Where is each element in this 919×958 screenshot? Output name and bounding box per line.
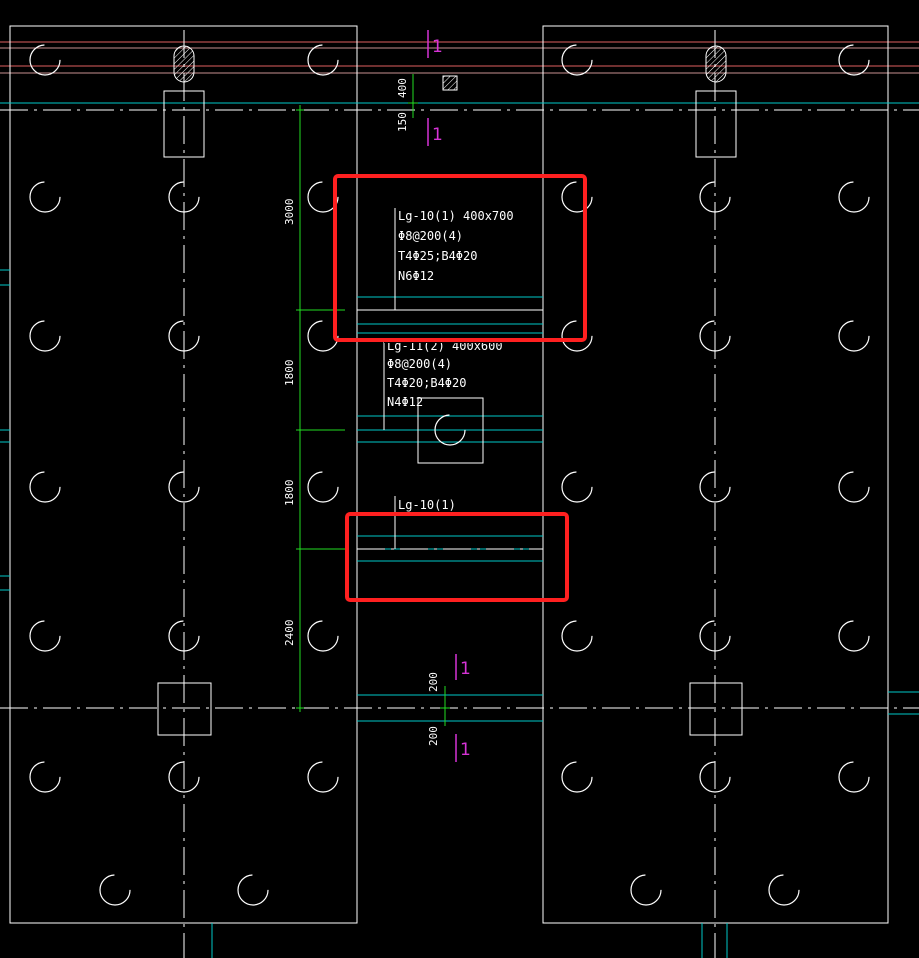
pile-circle-icon (29, 44, 61, 76)
lg10-stirrup: Φ8@200(4) (398, 229, 463, 243)
pile-circle-icon (838, 620, 870, 652)
pile-circle-icon (29, 761, 61, 793)
pile-circle-icon (237, 874, 269, 906)
pile-circle-icon (699, 761, 731, 793)
dim-3000: 3000 (283, 199, 296, 226)
pile-circle-icon (307, 181, 339, 213)
lg10-short-name: Lg-10(1) (398, 498, 456, 512)
pile-circles (29, 44, 870, 906)
pile-circle-icon (838, 320, 870, 352)
lg11-side-bars: N4Φ12 (387, 395, 423, 409)
pile-circle-icon (699, 471, 731, 503)
pile-circle-icon (29, 620, 61, 652)
pile-circle-icon (561, 471, 593, 503)
lg11-main-bars: T4Φ20;B4Φ20 (387, 376, 466, 390)
pile-circle-icon (699, 620, 731, 652)
section-mark-1-top: 1 (432, 37, 443, 57)
section-mark-1-upper: 1 (432, 125, 443, 145)
vertical-axis-lines (183, 30, 716, 958)
lg10-main-bars: T4Φ25;B4Φ20 (398, 249, 477, 263)
pile-circle-icon (561, 320, 593, 352)
beam-label-lg10-full: Lg-10(1) 400x700 Φ8@200(4) T4Φ25;B4Φ20 N… (398, 209, 514, 283)
label-leaders (383, 208, 396, 549)
rebar-lines (0, 102, 919, 958)
pile-circle-icon (561, 761, 593, 793)
right-pile-cap (542, 25, 889, 924)
left-pile-cap (9, 25, 358, 924)
pile-circle-icon (168, 620, 200, 652)
pile-circle-icon (838, 761, 870, 793)
section-mark-lines (427, 30, 457, 762)
section-mark-1-lower: 1 (460, 659, 471, 679)
pile-circle-icon (29, 181, 61, 213)
pile-circle-icon (838, 471, 870, 503)
top-boundary-lines (0, 41, 919, 74)
pile-circle-icon (307, 761, 339, 793)
pile-circle-icon (168, 761, 200, 793)
pile-circle-icon (307, 620, 339, 652)
dim-150: 150 (396, 112, 409, 132)
lg10-side-bars: N6Φ12 (398, 269, 434, 283)
pile-circle-icon (434, 414, 466, 446)
pile-circle-icon (561, 181, 593, 213)
pile-circle-icon (99, 874, 131, 906)
pile-circle-icon (29, 471, 61, 503)
lg11-stirrup: Φ8@200(4) (387, 357, 452, 371)
dim-2400: 2400 (283, 620, 296, 647)
beam-outline-lines (357, 309, 543, 550)
pile-circle-icon (699, 320, 731, 352)
pile-circle-icon (307, 320, 339, 352)
dim-200-top: 200 (427, 672, 440, 692)
pile-circle-icon (561, 620, 593, 652)
column-rects (157, 90, 743, 736)
column-hatch-icon (173, 45, 727, 91)
dim-1800-b: 1800 (283, 480, 296, 507)
lg10-name: Lg-10(1) 400x700 (398, 209, 514, 223)
pile-circle-icon (838, 181, 870, 213)
pile-circle-icon (168, 320, 200, 352)
dim-1800-a: 1800 (283, 360, 296, 387)
dimension-chain (296, 74, 450, 726)
pile-circle-icon (699, 181, 731, 213)
pile-circle-icon (307, 44, 339, 76)
pile-circle-icon (168, 181, 200, 213)
pile-circle-icon (768, 874, 800, 906)
section-mark-1-bottom: 1 (460, 740, 471, 760)
horizontal-axis-lines (0, 109, 919, 709)
pile-circle-icon (838, 44, 870, 76)
pile-circle-icon (29, 320, 61, 352)
highlight-box-icon (333, 174, 587, 602)
dim-400: 400 (396, 78, 409, 98)
pile-circle-icon (168, 471, 200, 503)
pile-circle-icon (561, 44, 593, 76)
pile-circle-icon (630, 874, 662, 906)
dim-200-bottom: 200 (427, 726, 440, 746)
pile-circle-icon (307, 471, 339, 503)
